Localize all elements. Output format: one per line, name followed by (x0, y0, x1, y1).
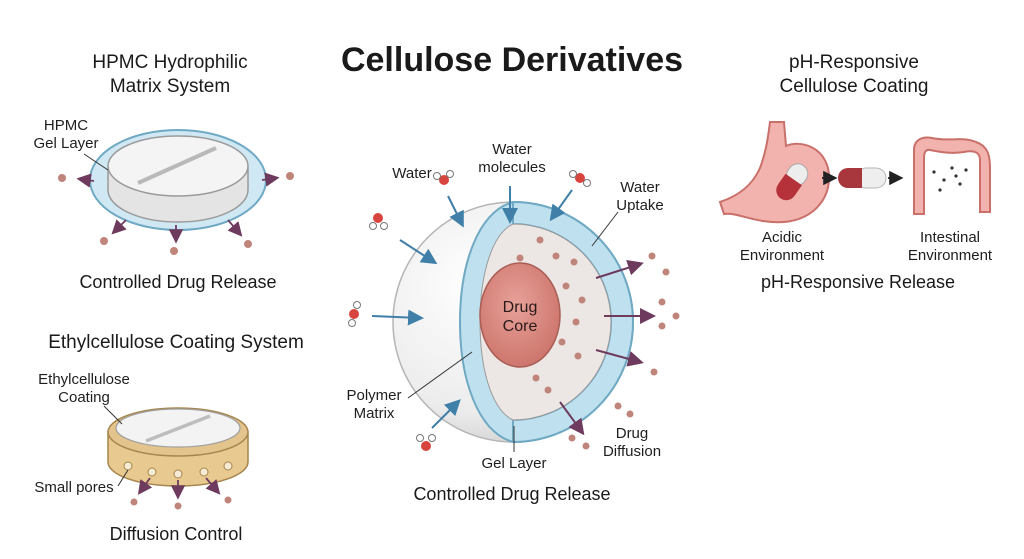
ph-section: pH-Responsive Cellulose Coating Acidic E… (718, 52, 993, 292)
drug-diffusion-label-line2: Diffusion (603, 443, 661, 460)
gel-layer-label: Gel Layer (481, 455, 546, 472)
intestine-organ (913, 136, 991, 215)
polymer-matrix-label-line1: Polymer (346, 387, 401, 404)
water-uptake-arrows (371, 186, 573, 429)
ethyl-pores (123, 461, 233, 479)
hpmc-tablet-score-line (137, 146, 217, 185)
polymer-matrix-label-line2: Matrix (354, 405, 395, 422)
drug-diffusion-label-line1: Drug (616, 425, 649, 442)
ethyl-coating-label-line2: Coating (58, 389, 110, 406)
drug-diffusion-arrows (559, 260, 656, 436)
ethyl-pores-leader-line (117, 469, 129, 487)
hpmc-section: HPMC Hydrophilic Matrix System HPMC Gel … (33, 52, 294, 292)
intestine-particles (932, 166, 968, 192)
ph-heading-line2: Cellulose Coating (780, 76, 929, 97)
ph-heading-line1: pH-Responsive (789, 52, 919, 73)
ethyl-tablet-score-line (145, 414, 211, 443)
water-molecules-label-line2: molecules (478, 159, 546, 176)
stomach-organ (718, 121, 831, 224)
water-uptake-label-line2: Uptake (616, 197, 664, 214)
water-molecule-icons (348, 170, 591, 451)
acidic-label-line1: Acidic (762, 229, 803, 246)
ethyl-heading: Ethylcellulose Coating System (48, 332, 304, 353)
water-uptake-label-line1: Water (620, 179, 659, 196)
water-uptake-leader-line (591, 211, 619, 247)
drug-core-label-line2: Core (503, 318, 538, 335)
water-label: Water (392, 165, 431, 182)
intestinal-label-line2: Environment (908, 247, 993, 264)
matrix-drug-particles (516, 236, 586, 394)
drug-core-label-line1: Drug (503, 299, 538, 316)
hpmc-release-arrows (76, 172, 280, 244)
hpmc-drug-particles (58, 172, 294, 255)
released-drug-particles (568, 252, 680, 450)
capsule-in-stomach (776, 163, 809, 201)
ethyl-drug-particles (130, 496, 232, 510)
center-caption: Controlled Drug Release (413, 484, 610, 504)
ethyl-coating-leader-line (103, 405, 123, 425)
capsule-icon (838, 167, 887, 189)
ethyl-caption: Diffusion Control (110, 524, 243, 544)
ethyl-release-arrows (137, 477, 221, 500)
hpmc-caption: Controlled Drug Release (79, 272, 276, 292)
ethyl-pores-label: Small pores (34, 479, 113, 496)
hpmc-gel-leader-line (83, 153, 109, 171)
hpmc-gel-label-line1: HPMC (44, 117, 88, 134)
hpmc-heading-line1: HPMC Hydrophilic (92, 52, 247, 73)
hpmc-gel-label-line2: Gel Layer (33, 135, 98, 152)
water-molecules-label-line1: Water (492, 141, 531, 158)
main-title: Cellulose Derivatives (341, 41, 683, 79)
drug-core (479, 262, 561, 368)
polymer-matrix-leader-line (407, 351, 473, 399)
acidic-label-line2: Environment (740, 247, 825, 264)
ethyl-section: Ethylcellulose Coating System Ethylcellu… (34, 332, 303, 544)
ph-caption: pH-Responsive Release (761, 272, 955, 292)
hpmc-heading-line2: Matrix System (110, 76, 230, 97)
ethyl-coating-label-line1: Ethylcellulose (38, 371, 130, 388)
center-section: Drug Core (346, 141, 680, 504)
intestinal-label-line1: Intestinal (920, 229, 980, 246)
